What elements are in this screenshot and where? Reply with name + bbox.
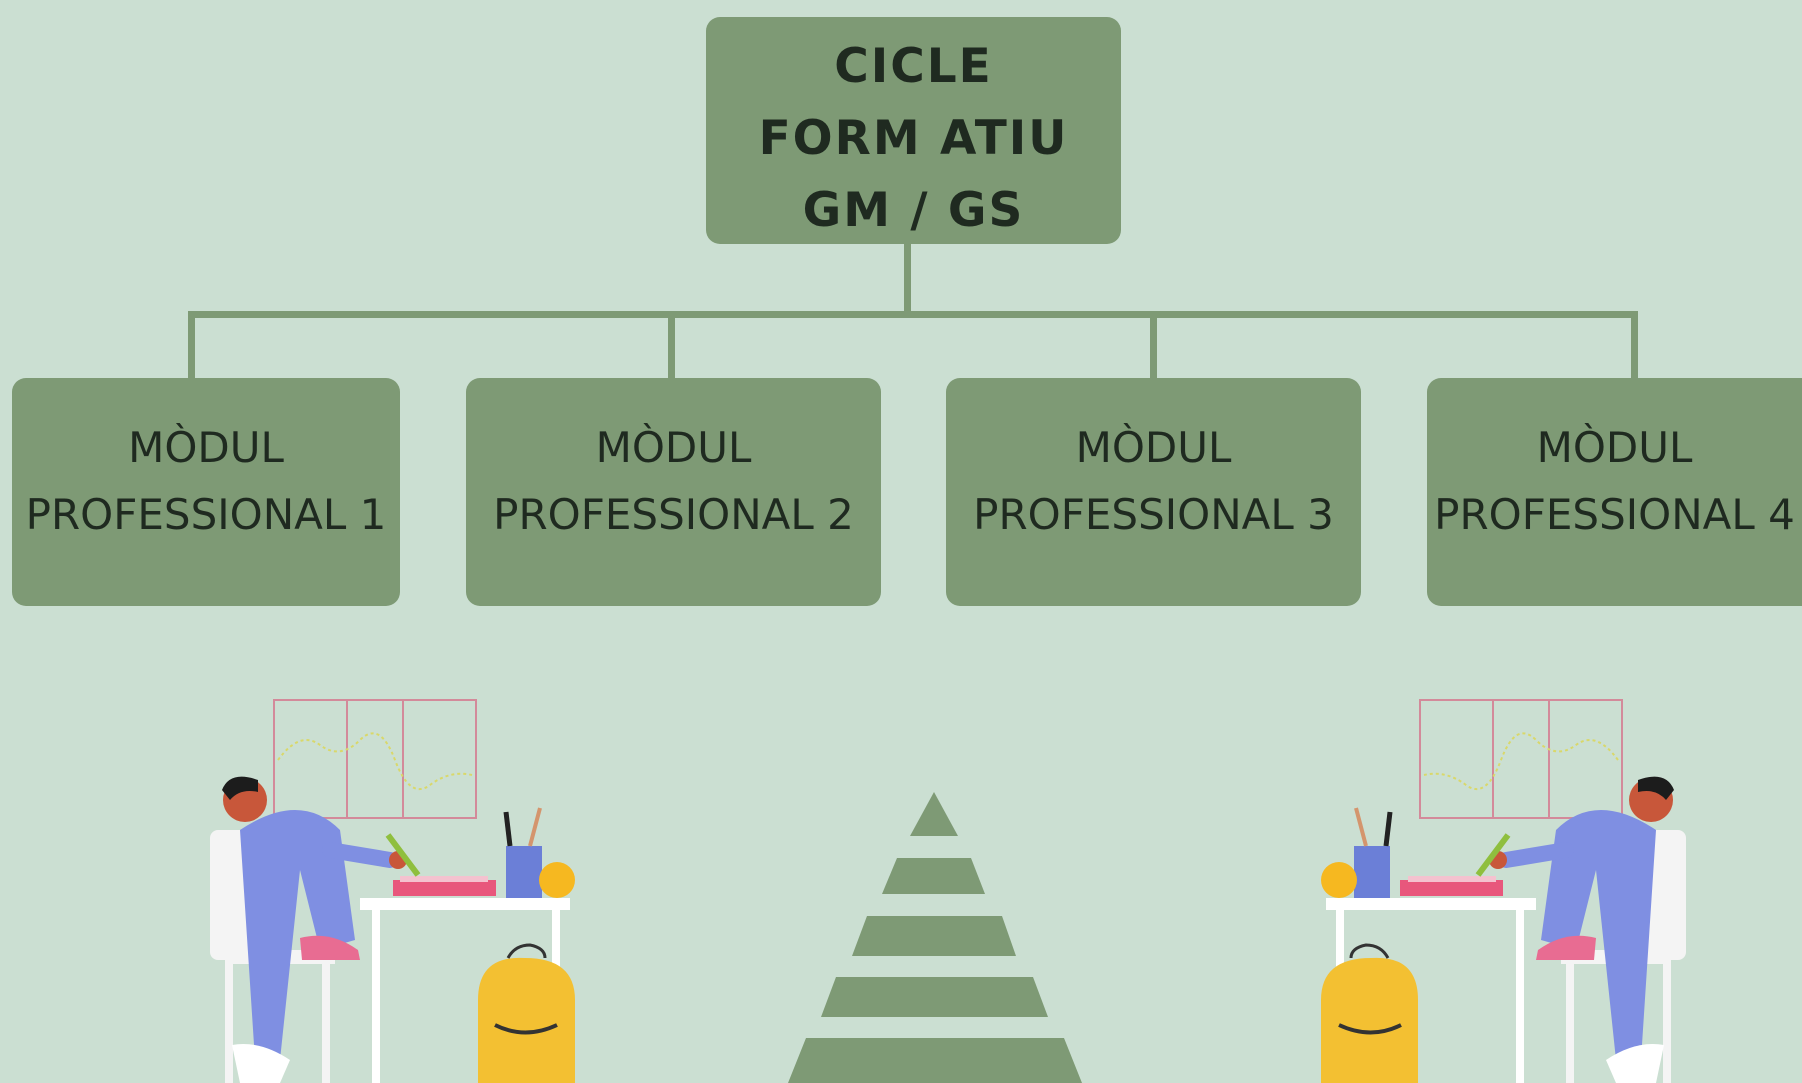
connector-branch-4 xyxy=(1631,311,1638,379)
student-at-desk-left-illustration xyxy=(210,699,575,1083)
module-node-4-line-2: PROFESSIONAL 4 xyxy=(1434,490,1795,539)
window-icon xyxy=(1419,699,1623,819)
window-icon xyxy=(273,699,477,819)
module-node-3: MÒDUL PROFESSIONAL 3 xyxy=(946,378,1361,606)
student-at-desk-right-illustration xyxy=(1321,699,1686,1083)
module-node-1-line-1: MÒDUL xyxy=(128,423,284,472)
root-node-cicle-formatiu: CICLE FORM ATIU GM / GS xyxy=(706,17,1121,244)
module-node-1: MÒDUL PROFESSIONAL 1 xyxy=(12,378,400,606)
root-node-line-3: GM / GS xyxy=(802,183,1025,238)
connector-branch-1 xyxy=(188,311,195,379)
connector-branch-3 xyxy=(1150,311,1157,379)
module-node-4: MÒDUL PROFESSIONAL 4 xyxy=(1427,378,1802,606)
connector-branch-2 xyxy=(668,311,675,379)
connector-root-stem xyxy=(904,244,911,313)
module-node-4-line-1: MÒDUL xyxy=(1536,423,1693,472)
pyramid-icon xyxy=(788,792,1082,1083)
module-node-2: MÒDUL PROFESSIONAL 2 xyxy=(466,378,881,606)
module-node-3-line-1: MÒDUL xyxy=(1075,423,1232,472)
root-node-line-2: FORM ATIU xyxy=(758,111,1069,166)
module-node-3-line-2: PROFESSIONAL 3 xyxy=(973,490,1334,539)
connector-horizontal-bar xyxy=(188,311,1638,318)
root-node-line-1: CICLE xyxy=(834,39,993,94)
module-node-2-line-2: PROFESSIONAL 2 xyxy=(493,490,854,539)
module-node-1-line-2: PROFESSIONAL 1 xyxy=(25,490,387,539)
module-node-2-line-1: MÒDUL xyxy=(595,423,752,472)
